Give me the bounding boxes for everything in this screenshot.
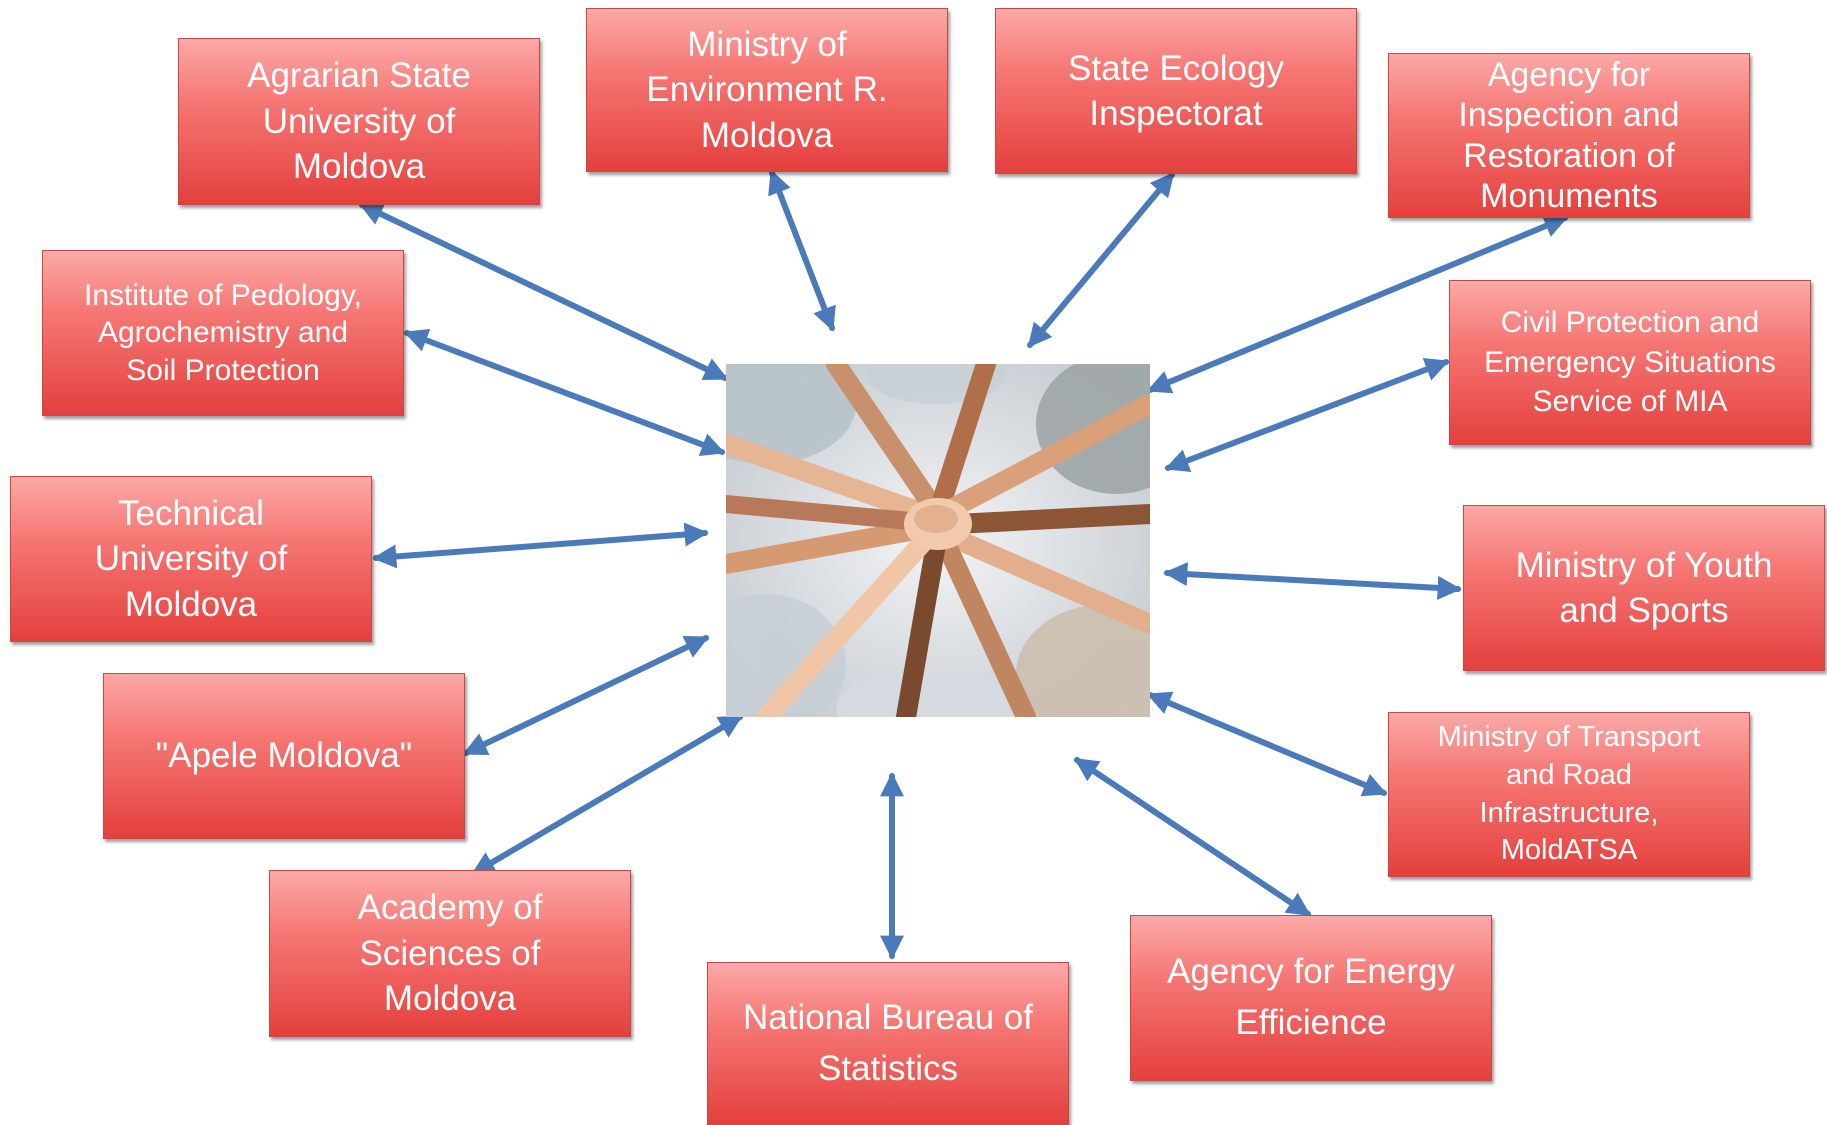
arrow-agrarian <box>358 202 729 381</box>
arrow-youth <box>1163 562 1462 600</box>
node-monuments: Agency for Inspection and Restoration of… <box>1388 53 1750 218</box>
arrow-transport <box>1146 691 1388 797</box>
arrow-ecology <box>1027 172 1175 348</box>
arrow-energy <box>1074 757 1311 917</box>
node-youth-sports: Ministry of Youth and Sports <box>1463 505 1825 671</box>
joined-hands-photo <box>726 364 1150 717</box>
node-pedology: Institute of Pedology, Agrochemistry and… <box>42 250 404 416</box>
node-state-ecology: State Ecology Inspectorat <box>995 8 1357 174</box>
arrow-pedology <box>403 328 726 457</box>
arrow-civil <box>1164 358 1450 472</box>
node-academy: Academy of Sciences of Moldova <box>269 870 631 1037</box>
arrow-technical <box>372 522 709 569</box>
node-ministry-environment: Ministry of Environment R. Moldova <box>586 8 948 172</box>
arrow-ministry-environment <box>768 169 836 332</box>
node-energy: Agency for Energy Efficience <box>1130 915 1492 1081</box>
node-civil-protection: Civil Protection and Emergency Situation… <box>1449 280 1811 445</box>
arrow-apele <box>462 635 710 756</box>
node-statistics: National Bureau of Statistics <box>707 962 1069 1125</box>
node-transport: Ministry of Transport and Road Infrastru… <box>1388 712 1750 877</box>
node-apele-moldova: "Apele Moldova" <box>103 673 465 839</box>
node-agrarian: Agrarian State University of Moldova <box>178 38 540 205</box>
node-technical: Technical University of Moldova <box>10 476 372 642</box>
arrow-academy <box>470 714 744 876</box>
